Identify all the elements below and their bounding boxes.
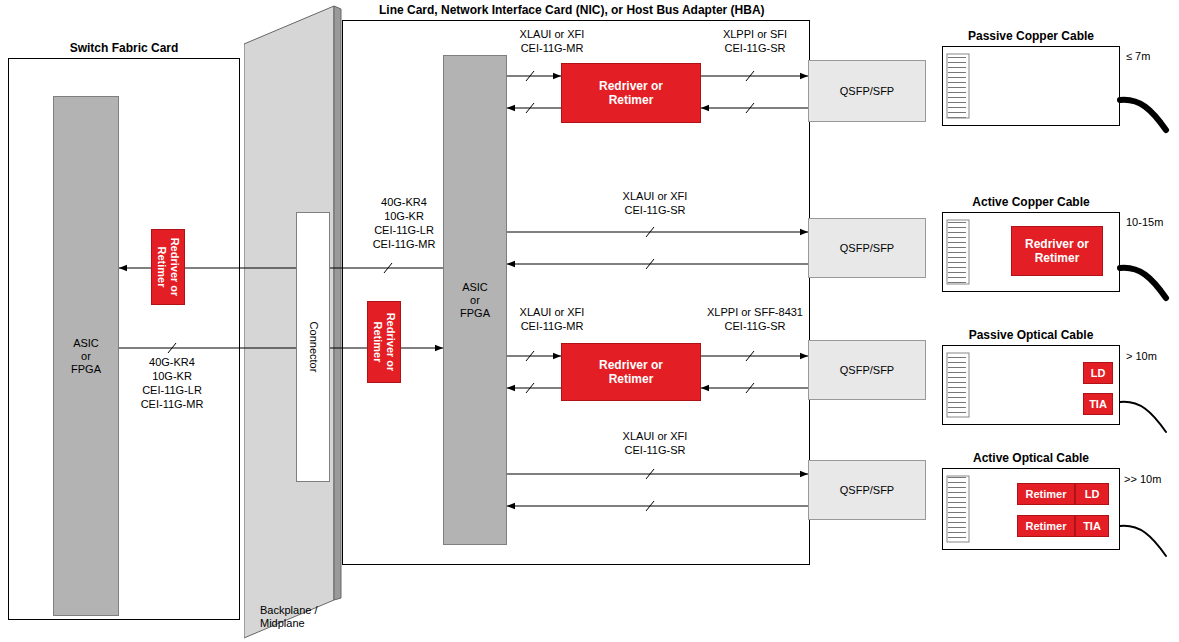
port-label: QSFP/SFP xyxy=(840,242,894,255)
backplane-edge xyxy=(334,6,341,600)
signal-line xyxy=(507,506,808,507)
length-label: 10-15m xyxy=(1126,216,1163,229)
length-label: > 10m xyxy=(1126,350,1157,363)
cable-title: Passive Optical Cable xyxy=(969,329,1094,342)
signal-line xyxy=(507,232,808,233)
signal-line xyxy=(119,348,296,349)
cable-box: Active Optical CableRetimerLDRetimerTIA xyxy=(942,468,1120,550)
cable-box: Active Copper CableRedriver or Retimer xyxy=(942,212,1120,292)
signal-label: CEI-11G-LR xyxy=(374,224,434,237)
redriver-box: Redriver or Retimer xyxy=(561,63,701,123)
redriver-box: Redriver or Retimer xyxy=(1011,226,1103,276)
retimer-box: Retimer xyxy=(1017,483,1075,505)
signal-line xyxy=(701,356,808,357)
signal-label: CEI-11G-MR xyxy=(141,398,204,411)
tia-box: TIA xyxy=(1075,515,1109,537)
backplane-label: Backplane / Midplane xyxy=(260,604,318,630)
backplane-face xyxy=(244,6,334,638)
redriver-box: Redriver or Retimer xyxy=(561,343,701,401)
block-label: TIA xyxy=(1089,398,1107,411)
block-label: LD xyxy=(1091,367,1106,380)
port-label: QSFP/SFP xyxy=(840,484,894,497)
card-frame: Switch Fabric CardASIC or FPGARedriver o… xyxy=(8,58,240,620)
block-label: Redriver or Retimer xyxy=(1016,237,1098,265)
signal-label: CEI-11G-MR xyxy=(373,238,436,251)
signal-label: CEI-11G-SR xyxy=(725,320,786,333)
signal-line xyxy=(701,76,808,77)
signal-label: CEI-11G-LR xyxy=(142,384,202,397)
block-label: LD xyxy=(1085,488,1100,501)
cable-box: Passive Optical CableLDTIA xyxy=(942,345,1120,425)
signal-label: XLPPI or SFF-8431 xyxy=(707,306,803,319)
block-label: Retimer xyxy=(1026,488,1067,501)
signal-label: XLAUI or XFI xyxy=(520,306,585,319)
signal-label: 40G-KR4 xyxy=(149,356,195,369)
signal-line xyxy=(507,108,561,109)
signal-label: CEI-11G-MR xyxy=(521,320,584,333)
port-label: QSFP/SFP xyxy=(840,85,894,98)
signal-line xyxy=(330,268,443,269)
block-label: Redriver or Retimer xyxy=(155,232,181,302)
signal-label: 40G-KR4 xyxy=(381,196,427,209)
signal-line xyxy=(701,108,808,109)
qsfp-port: QSFP/SFP xyxy=(808,60,926,122)
signal-line xyxy=(507,356,561,357)
signal-label: XLAUI or XFI xyxy=(623,190,688,203)
cable-title: Active Copper Cable xyxy=(972,196,1089,209)
signal-line xyxy=(185,268,296,269)
block-label: TIA xyxy=(1083,520,1101,533)
cable-title: Passive Copper Cable xyxy=(968,30,1094,43)
signal-label: XLPPI or SFI xyxy=(723,28,787,41)
signal-line xyxy=(507,264,808,265)
cable-cord xyxy=(1120,100,1166,556)
signal-label: 10G-KR xyxy=(384,210,424,223)
signal-label: CEI-11G-SR xyxy=(725,42,786,55)
block-label: Retimer xyxy=(1026,520,1067,533)
laser-driver: LD xyxy=(1083,362,1113,384)
redriver-box: Redriver or Retimer xyxy=(367,301,401,383)
backplane: Backplane / Midplane Connector xyxy=(244,4,342,640)
length-label: >> 10m xyxy=(1124,473,1161,486)
block-label: ASIC or FPGA xyxy=(71,337,101,376)
laser-driver: LD xyxy=(1075,483,1109,505)
block-label: Redriver or Retimer xyxy=(590,358,672,386)
signal-line xyxy=(701,388,808,389)
signal-label: XLAUI or XFI xyxy=(623,430,688,443)
signal-label: XLAUI or XFI xyxy=(520,28,585,41)
retimer-box: Retimer xyxy=(1017,515,1075,537)
signal-label: CEI-11G-MR xyxy=(521,42,584,55)
cable-title: Active Optical Cable xyxy=(973,452,1089,465)
cable-box: Passive Copper Cable xyxy=(942,46,1120,126)
qsfp-port: QSFP/SFP xyxy=(808,460,926,520)
signal-line xyxy=(507,76,561,77)
signal-line xyxy=(330,348,367,349)
connector: Connector xyxy=(296,212,330,482)
tia-box: TIA xyxy=(1083,393,1113,415)
connector-label: Connector xyxy=(307,215,320,479)
signal-label: 10G-KR xyxy=(152,370,192,383)
signal-label: CEI-11G-SR xyxy=(625,204,686,217)
card-title: Switch Fabric Card xyxy=(70,42,179,55)
card-frame: Line Card, Network Interface Card (NIC),… xyxy=(342,20,810,565)
length-label: ≤ 7m xyxy=(1126,50,1150,63)
signal-label: CEI-11G-SR xyxy=(625,444,686,457)
signal-line xyxy=(507,388,561,389)
card-title: Line Card, Network Interface Card (NIC),… xyxy=(379,4,765,17)
signal-line xyxy=(119,268,151,269)
block-label: Redriver or Retimer xyxy=(371,304,397,380)
qsfp-port: QSFP/SFP xyxy=(808,218,926,278)
redriver-box: Redriver or Retimer xyxy=(151,229,185,305)
asic-block: ASIC or FPGA xyxy=(443,55,507,545)
port-label: QSFP/SFP xyxy=(840,364,894,377)
asic-block: ASIC or FPGA xyxy=(53,96,119,616)
block-label: ASIC or FPGA xyxy=(460,281,490,320)
block-label: Redriver or Retimer xyxy=(590,79,672,107)
signal-line xyxy=(401,348,443,349)
signal-line xyxy=(507,474,808,475)
qsfp-port: QSFP/SFP xyxy=(808,340,926,400)
